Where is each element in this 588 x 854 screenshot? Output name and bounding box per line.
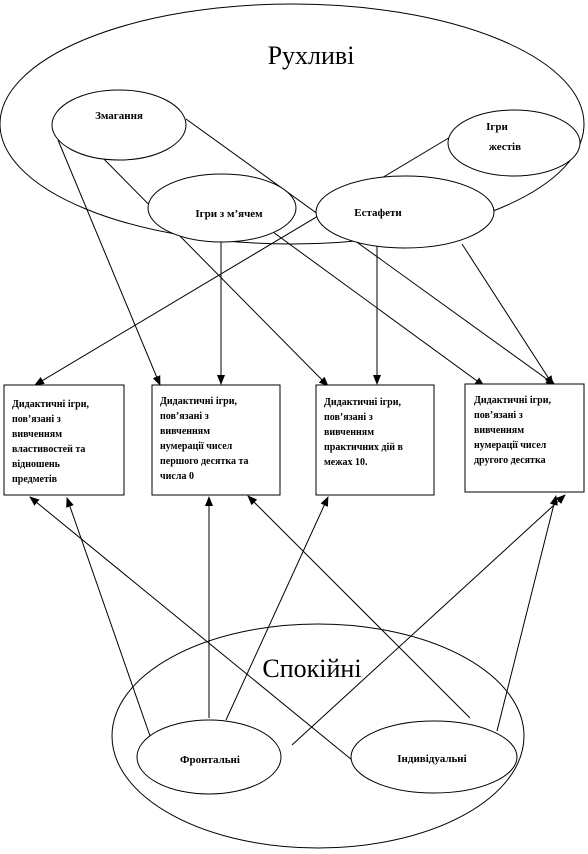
box-0-line-4: відношень [12, 459, 61, 470]
box-2-line-1: пов’язані з [324, 412, 373, 423]
gesture-games-label-line2: жестів [489, 141, 521, 153]
gesture-games-label-line1: Ігри [486, 121, 508, 133]
box-numbering-second-ten: Дидактичні ігри, пов’язані з вивченням нуме… [464, 383, 585, 493]
individual-label: Індивідуальні [397, 753, 466, 765]
calm-games-title: Спокійні [262, 654, 361, 683]
box-properties-relations: Дидактичні ігри, пов’язані з вивченням влас… [3, 384, 125, 496]
box-1-line-5: числа 0 [160, 471, 194, 482]
node-gesture-games: Ігри жестів [447, 109, 581, 177]
ball-games-label: Ігри з м’ячем [195, 208, 263, 220]
box-3-line-2: вивченням [474, 425, 524, 436]
node-individual: Індивідуальні [350, 720, 518, 794]
active-games-title: Рухливі [268, 41, 355, 70]
box-1-line-0: Дидактичні ігри, [160, 396, 237, 407]
box-2-line-2: вивченням [324, 427, 374, 438]
box-1-line-4: першого десятка та [160, 456, 249, 467]
box-3-line-1: пов’язані з [474, 410, 523, 421]
node-competitions: Змагання [51, 89, 187, 161]
box-0-line-1: пов’язані з [12, 414, 61, 425]
node-relays: Естафети [315, 175, 495, 249]
calm-games-ellipse [111, 623, 525, 849]
frontal-label: Фронтальні [180, 754, 240, 766]
box-0-line-2: вивченням [12, 429, 62, 440]
box-2-line-0: Дидактичні ігри, [324, 397, 401, 408]
competitions-label: Змагання [95, 110, 143, 122]
box-1-line-1: пов’язані з [160, 411, 209, 422]
box-1-line-2: вивченням [160, 426, 210, 437]
box-2-line-3: практичних дій в [324, 442, 404, 453]
box-3-line-3: нумерації чисел [474, 440, 547, 451]
box-3-line-4: другого десятка [474, 455, 546, 466]
box-2-line-4: межах 10. [324, 457, 368, 468]
active-games-ellipse [0, 3, 585, 245]
node-ball-games: Ігри з м’ячем [147, 173, 297, 243]
box-numbering-first-ten: Дидактичні ігри, пов’язані з вивченням нуме… [151, 384, 281, 496]
relays-label: Естафети [354, 207, 402, 219]
box-0-line-5: предметів [12, 474, 58, 485]
box-0-line-0: Дидактичні ігри, [12, 399, 89, 410]
box-3-line-0: Дидактичні ігри, [474, 395, 551, 406]
box-1-line-3: нумерації чисел [160, 441, 233, 452]
box-0-line-3: властивостей та [12, 444, 85, 455]
box-practical-actions: Дидактичні ігри, пов’язані з вивченням прак… [315, 384, 435, 496]
node-frontal: Фронтальні [136, 719, 282, 795]
